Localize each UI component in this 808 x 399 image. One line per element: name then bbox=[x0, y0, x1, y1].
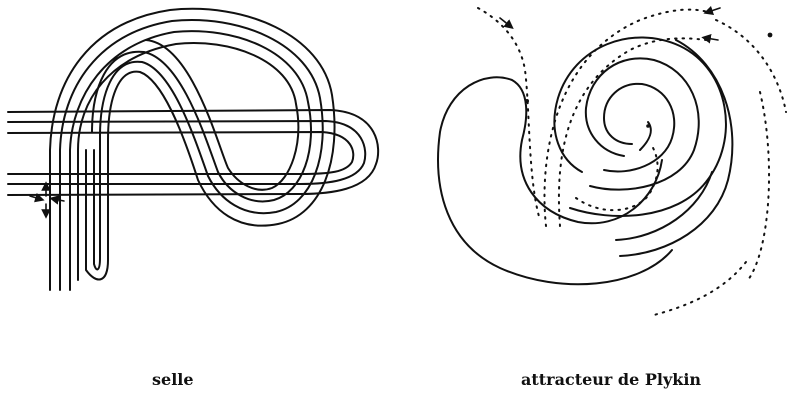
plykin-point bbox=[646, 124, 650, 128]
plykin-diagram bbox=[438, 8, 786, 316]
caption-plykin-attractor: attracteur de Plykin bbox=[521, 370, 701, 389]
plykin-point bbox=[525, 99, 529, 103]
saddle-outer-loop bbox=[50, 9, 335, 290]
plykin-points bbox=[525, 33, 772, 128]
plykin-dotted-orbits bbox=[478, 8, 786, 316]
plykin-flow-arrows bbox=[500, 8, 720, 40]
saddle-point-arrows bbox=[30, 186, 64, 214]
plykin-point bbox=[768, 33, 773, 38]
saddle-diagram bbox=[8, 9, 378, 290]
caption-saddle: selle bbox=[152, 370, 194, 389]
